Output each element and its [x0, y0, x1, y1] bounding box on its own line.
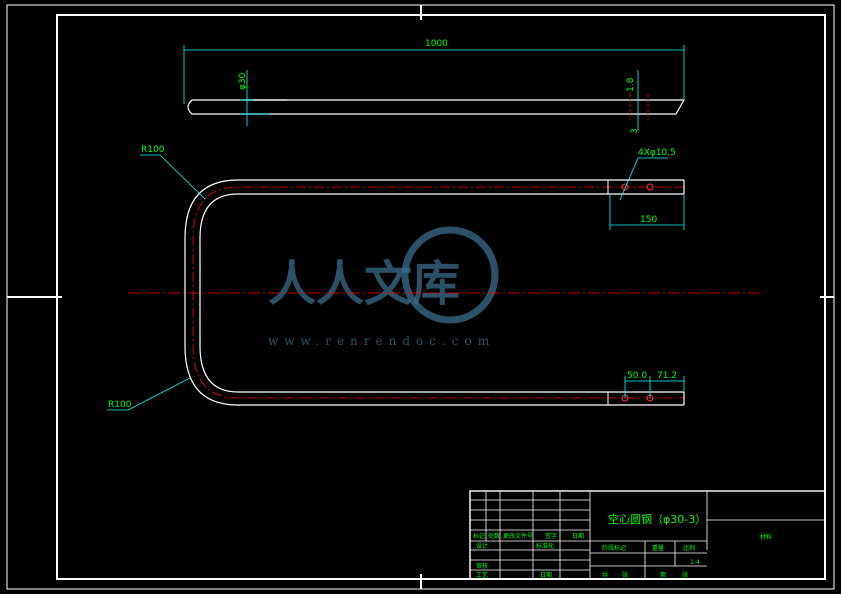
- tb-label-sheet: 张: [622, 571, 628, 579]
- holes-label: 4Xφ10.5: [638, 148, 676, 158]
- dim-hole-positions: [624, 376, 685, 398]
- dim-hole-span: [609, 194, 685, 230]
- radius-leader-bottom: [107, 377, 191, 411]
- radius-bottom-label: R100: [108, 400, 132, 410]
- centering-marks: [7, 5, 834, 589]
- title-block: [469, 490, 826, 580]
- dim-hole-end-label: 71.2: [657, 371, 677, 381]
- dim-tip-2-label: 3: [630, 128, 640, 134]
- dim-diameter: [240, 70, 270, 126]
- watermark-url: www.renrendoc.com: [268, 334, 495, 348]
- tb-label-process: 工艺: [476, 571, 488, 579]
- tb-label-count: 处数: [488, 532, 500, 540]
- dim-diameter-label: φ30: [238, 72, 248, 90]
- u-rod-inner: [199, 193, 684, 393]
- material-header: 材料: [760, 533, 772, 541]
- watermark-logo-circle: [401, 226, 499, 324]
- watermark: 人人文库 www.renrendoc.com: [268, 226, 499, 348]
- dim-hole-span-label: 150: [640, 215, 657, 225]
- tb-label-scale: 比例: [683, 544, 695, 552]
- tb-scale-value: 1:4: [690, 559, 700, 566]
- tb-label-mark: 标记: [473, 532, 485, 540]
- u-rod-center: [192, 186, 684, 399]
- dim-length: [183, 45, 685, 104]
- tb-label-design: 设计: [476, 542, 488, 550]
- tb-label-stage: 阶段标记: [602, 544, 626, 552]
- tb-label-review: 审核: [476, 562, 488, 570]
- hole: [646, 183, 654, 191]
- dim-hole-gap-label: 50.0: [627, 371, 647, 381]
- u-rod-outer: [184, 179, 684, 406]
- tb-label-standard: 标准化: [536, 542, 554, 550]
- radius-leader-top: [140, 154, 206, 200]
- tb-label-total: 共: [602, 571, 608, 579]
- tb-label-date-2: 日期: [540, 571, 552, 579]
- tb-label-weight: 重量: [652, 544, 664, 552]
- straight-rod: [187, 99, 686, 115]
- tb-label-sheet-2: 张: [682, 571, 688, 579]
- dim-length-label: 1000: [425, 39, 448, 49]
- dim-tip-1-label: 1.8: [626, 77, 636, 92]
- tb-label-page: 第: [660, 571, 666, 579]
- hole: [621, 183, 629, 191]
- watermark-brand: 人人文库: [268, 256, 460, 312]
- tb-label-date: 日期: [572, 532, 584, 540]
- tb-label-sign: 签字: [545, 532, 557, 540]
- tb-label-change-doc: 更改文件号: [503, 532, 533, 540]
- part-name: 空心圆钢（φ30-3）: [608, 512, 706, 526]
- holes-leader: [619, 157, 668, 201]
- radius-top-label: R100: [141, 145, 165, 155]
- u-rod: [184, 179, 685, 406]
